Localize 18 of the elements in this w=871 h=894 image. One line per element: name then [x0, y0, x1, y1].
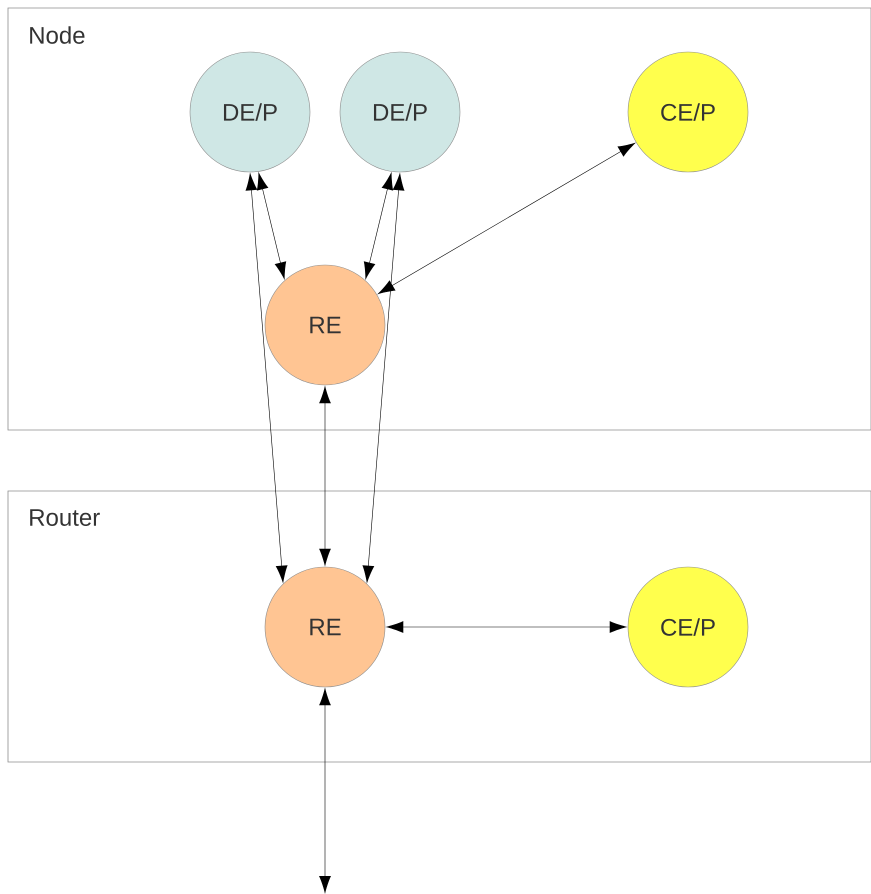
box-title: Router — [30, 509, 100, 526]
arrow — [378, 142, 636, 294]
circle-node: RE — [264, 264, 386, 386]
arrow — [246, 173, 288, 583]
circle-node: DE/P — [190, 52, 310, 172]
circle-node: RE — [264, 566, 386, 688]
container-box — [8, 490, 871, 762]
box-title: Node — [30, 26, 84, 44]
container-box — [8, 8, 871, 430]
arrow — [364, 172, 394, 280]
circle-node: DE/P — [340, 52, 460, 172]
arrow — [319, 688, 331, 893]
arrow — [256, 172, 286, 280]
circle-node: CE/P — [628, 566, 748, 688]
arrow — [319, 386, 331, 566]
arrow — [362, 173, 404, 583]
arrow — [386, 621, 627, 633]
circle-node: CE/P — [628, 52, 748, 172]
